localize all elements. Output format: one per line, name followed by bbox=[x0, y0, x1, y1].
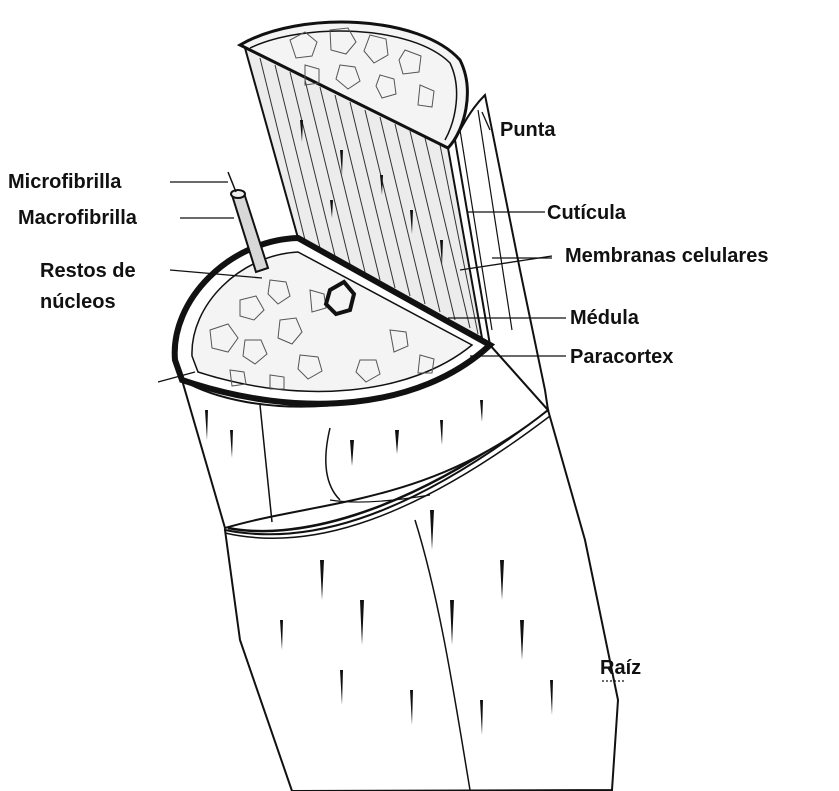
label-paracortex: Paracortex bbox=[570, 346, 673, 368]
label-nucleos: núcleos bbox=[40, 291, 116, 313]
label-punta: Punta bbox=[500, 119, 556, 141]
label-restos-de: Restos de bbox=[40, 260, 136, 282]
microfibril-strand bbox=[228, 172, 236, 192]
label-medula: Médula bbox=[570, 307, 640, 329]
label-cuticula: Cutícula bbox=[547, 202, 627, 224]
label-membranas-celulares: Membranas celulares bbox=[565, 245, 768, 267]
label-macrofibrilla: Macrofibrilla bbox=[18, 207, 138, 229]
label-microfibrilla: Microfibrilla bbox=[8, 171, 122, 193]
label-raiz: Raíz bbox=[600, 657, 641, 679]
